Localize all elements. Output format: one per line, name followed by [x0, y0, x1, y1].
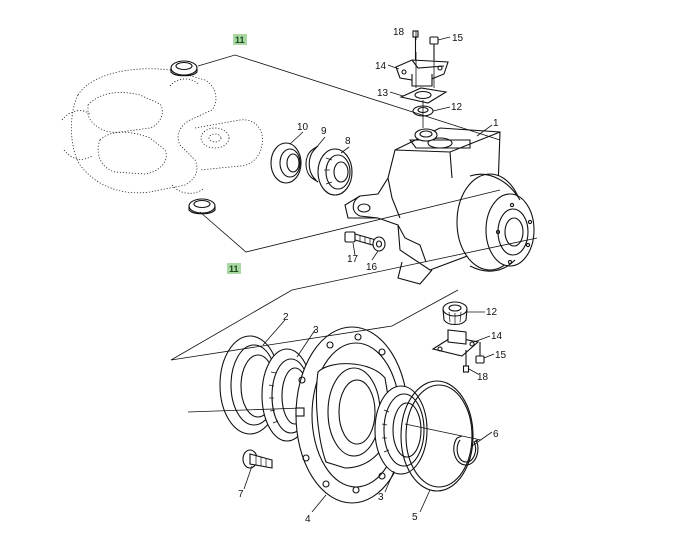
label-14-bottom: 14 [491, 331, 503, 342]
hub-circlip [453, 435, 479, 466]
bottom-cap [431, 329, 480, 357]
label-3-upper: 3 [313, 325, 319, 336]
label-3-lower: 3 [378, 492, 384, 503]
bearing-cone-bottom [442, 301, 468, 326]
label-18-top: 18 [393, 27, 405, 38]
axle-housing-ghost [61, 68, 263, 194]
circlip [305, 145, 319, 183]
label-17: 17 [347, 254, 359, 265]
label-5: 5 [412, 512, 418, 523]
label-11-bottom: 11 [229, 264, 239, 274]
seal-lower [188, 198, 216, 215]
label-16: 16 [366, 262, 378, 273]
needle-bearing [317, 148, 353, 196]
washer-16 [372, 236, 386, 252]
shim-top [399, 87, 448, 104]
label-1: 1 [493, 118, 499, 129]
label-13: 13 [377, 88, 389, 99]
highlight-11-top [233, 34, 247, 45]
label-18-bottom: 18 [477, 372, 489, 383]
seal-upper [170, 60, 198, 77]
assembly-lines [170, 52, 538, 441]
label-15-bottom: 15 [495, 350, 507, 361]
label-2: 2 [283, 312, 289, 323]
label-12-bottom: 12 [486, 307, 498, 318]
highlight-11-bottom [227, 263, 241, 274]
cap-bolt-top [429, 36, 439, 60]
oil-seal-ring [270, 142, 302, 184]
label-12-top: 12 [451, 102, 463, 113]
label-9: 9 [321, 126, 327, 137]
label-14-top: 14 [375, 61, 387, 72]
bolt-17 [344, 231, 377, 247]
wheel-stud [242, 449, 273, 469]
label-6: 6 [493, 429, 499, 440]
leader-lines [243, 31, 495, 513]
label-4: 4 [305, 514, 311, 525]
top-cap [395, 59, 449, 87]
swivel-housing [344, 127, 535, 285]
label-15-top: 15 [452, 33, 464, 44]
label-7: 7 [238, 489, 244, 500]
wheel-hub [295, 326, 409, 504]
grease-nipple-top [412, 30, 419, 60]
cap-bolt-bottom [475, 342, 485, 364]
grease-nipple-bottom [462, 350, 470, 373]
label-10: 10 [297, 122, 309, 133]
retaining-ring [400, 380, 474, 492]
callout-labels: 1 2 3 3 4 5 6 7 8 9 10 11 11 12 12 13 14… [227, 27, 507, 525]
label-8: 8 [345, 136, 351, 147]
label-11-top: 11 [235, 35, 245, 45]
